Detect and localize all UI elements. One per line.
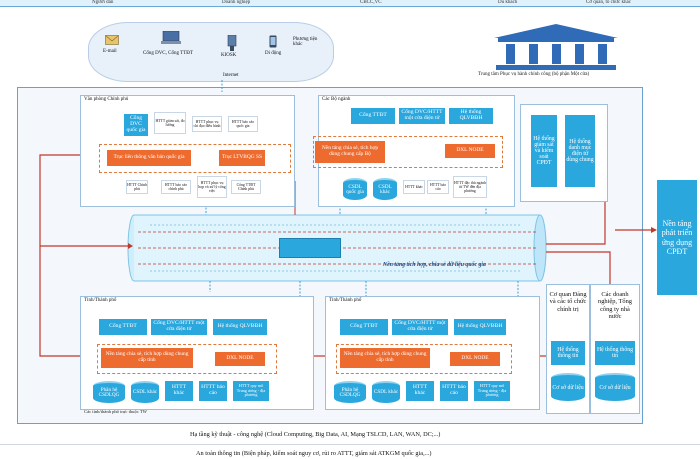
province-left-central-system: HTTT quy mô Trung ương - địa phương [233,381,269,401]
egov-supervision-system: Hệ thống giám sát và kiểm soát CPĐT [531,115,557,187]
top-label-other-orgs: Cơ quan, tổ chức khác [586,0,631,5]
enterprise-title: Các doanh nghiệp, Tổng công ty nhà nước [598,291,632,321]
ministry-other-db: CSDL khác [373,178,397,200]
party-org-panel: Cơ quan Đảng và các tổ chức chính trị Hệ… [546,284,590,414]
kiosk-label: KIOSK [221,53,237,58]
ministry-platform-group [313,136,503,168]
province-left-title: Tỉnh/Thành phố [84,298,117,303]
province-right-dxl-node: DXL NODE [450,352,500,366]
province-left-report-system: HTTT báo cáo [199,381,227,401]
channels-cloud: E-mail Cổng DVC, Cổng TTĐT KIOSK Di động… [88,22,334,82]
ministry-special-system: HTTT đặc thù ngành từ TW đến địa phương [453,176,487,198]
ministry-report-system: HTTT báo cáo [427,180,449,194]
computer-icon [161,31,181,44]
province-left-document-system: Hệ thống QLVBĐH [213,319,267,335]
ministry-portal: Cổng TTĐT [351,108,395,124]
national-document-axis: Trục liên thông văn bản quốc gia [107,150,191,166]
party-org-system: Hệ thống thông tin [551,341,585,365]
service-center-caption: Trung tâm Phục vụ hành chính công (bộ ph… [478,72,590,77]
province-left-other-db: CSDL khác [131,381,159,403]
top-label-enterprises: Doanh nghiệp [222,0,251,5]
gov-office-panel: Văn phòng Chính phủ Cổng DVC quốc gia HT… [80,95,295,207]
ltvbqg-ss-axis: Trục LTVBQG SS [219,150,265,166]
mobile-phone-icon [269,35,277,48]
ministry-sharing-platform: Nền tảng chia sẻ, tích hợp dùng chung cấ… [315,141,385,163]
enterprise-db: Cơ sở dữ liệu [595,373,635,401]
security-caption: An toàn thông tin (Biện pháp, kiểm soát … [196,450,432,457]
gov-national-dvc-portal: Cổng DVC quốc gia [124,114,148,136]
divider [0,444,700,445]
top-strip [0,0,700,7]
ministry-document-system: Hệ thống QLVBĐH [449,108,493,124]
data-exchange-hub [279,238,341,258]
service-center-building-icon [494,24,618,70]
ministry-other-system: HTTT khác [403,180,425,194]
province-right-portal: Cổng TTĐT [340,319,388,335]
province-left-panel: Tỉnh/Thành phố Cổng TTĐT Cổng DVC/HTTT m… [80,296,314,410]
province-left-dxl-node: DXL NODE [215,352,265,366]
internet-label: Internet [223,73,239,78]
province-left-portal: Cổng TTĐT [99,319,147,335]
kiosk-icon [227,35,237,51]
email-icon [105,35,119,45]
party-org-db: Cơ sở dữ liệu [551,373,585,401]
supervision-panel: Hệ thống giám sát và kiểm soát CPĐT Hệ t… [520,104,608,202]
party-org-title: Cơ quan Đảng và các tổ chức chính trị [549,291,587,313]
ministries-panel: Các Bộ ngành Cổng TTĐT Cổng DVC/HTTT một… [313,95,515,207]
gov-meeting-system-box: HTTT phục vụ họp và xử lý công việc [197,176,227,198]
province-left-platform-group [97,344,277,374]
province-right-report-system: HTTT báo cáo [440,381,468,401]
province-right-national-db: Phân hệ CSDLQG [334,381,366,403]
portal-label: Cổng DVC, Cổng TTĐT [143,51,193,56]
email-label: E-mail [103,49,117,54]
enterprise-system: Hệ thống thông tin [595,341,635,365]
province-left-national-db: Phân hệ CSDLQG [93,381,125,403]
province-right-central-system: HTTT quy mô Trung ương - địa phương [474,381,510,401]
province-right-other-db: CSDL khác [372,381,400,403]
top-label-citizens: Người dân [92,0,114,5]
province-caption: Các tỉnh/thành phố trực thuộc TW [84,409,148,414]
other-channels-label: Phương tiện khác [293,37,318,48]
app-development-platform: Nền tảng phát triển ứng dụng CPĐT [657,180,697,295]
gov-axis-group [99,144,291,173]
province-left-dvc-portal: Cổng DVC/HTTT một cửa điện tử [151,319,207,335]
gov-office-title: Văn phòng Chính phủ [84,97,129,102]
province-right-sharing-platform: Nền tảng chia sẻ, tích hợp dùng chung cấ… [340,348,430,368]
province-right-panel: Tỉnh/Thành phố Cổng TTĐT Cổng DVC/HTTT m… [325,296,540,410]
mobile-label: Di động [265,51,282,56]
top-label-officials: CBCC,VC [360,0,382,5]
province-right-document-system: Hệ thống QLVBĐH [454,319,506,335]
gov-portal-box: Cổng TTĐT Chính phủ [231,180,261,194]
province-left-sharing-platform: Nền tảng chia sẻ, tích hợp dùng chung cấ… [101,348,193,368]
province-right-platform-group [336,344,512,374]
province-right-dvc-portal: Cổng DVC/HTTT một cửa điện tử [392,319,448,335]
gov-national-report-system: HTTT báo cáo quốc gia [228,116,258,132]
province-right-other-system: HTTT khác [406,381,434,401]
gov-monitoring-system: HTTT giám sát, đo lường [154,112,186,134]
national-platform-label: Nền tảng tích hợp, chia sẻ dữ liệu quốc … [383,262,486,268]
ministry-national-db: CSDL quốc gia [343,178,367,200]
ministry-dxl-node: DXL NODE [445,144,495,158]
shared-catalog-system: Hệ thống danh mục điện tử dùng chung [565,115,595,187]
ministry-dvc-portal: Cổng DVC/HTTT một cửa điện tử [399,108,445,124]
ministries-title: Các Bộ ngành [322,97,351,102]
province-left-other-system: HTTT khác [165,381,193,401]
gov-report-box: HTTT báo cáo chính phủ [161,180,191,194]
gov-system-box: HTTT Chính phủ [126,180,148,194]
enterprise-panel: Các doanh nghiệp, Tổng công ty nhà nước … [590,284,640,414]
infrastructure-caption: Hạ tầng kỹ thuật - công nghệ (Cloud Comp… [190,431,441,438]
province-right-title: Tỉnh/Thành phố [329,298,362,303]
top-label-tourists: Du khách [498,0,518,5]
gov-direction-system: HTTT phục vụ chỉ đạo điều hành [192,116,222,132]
